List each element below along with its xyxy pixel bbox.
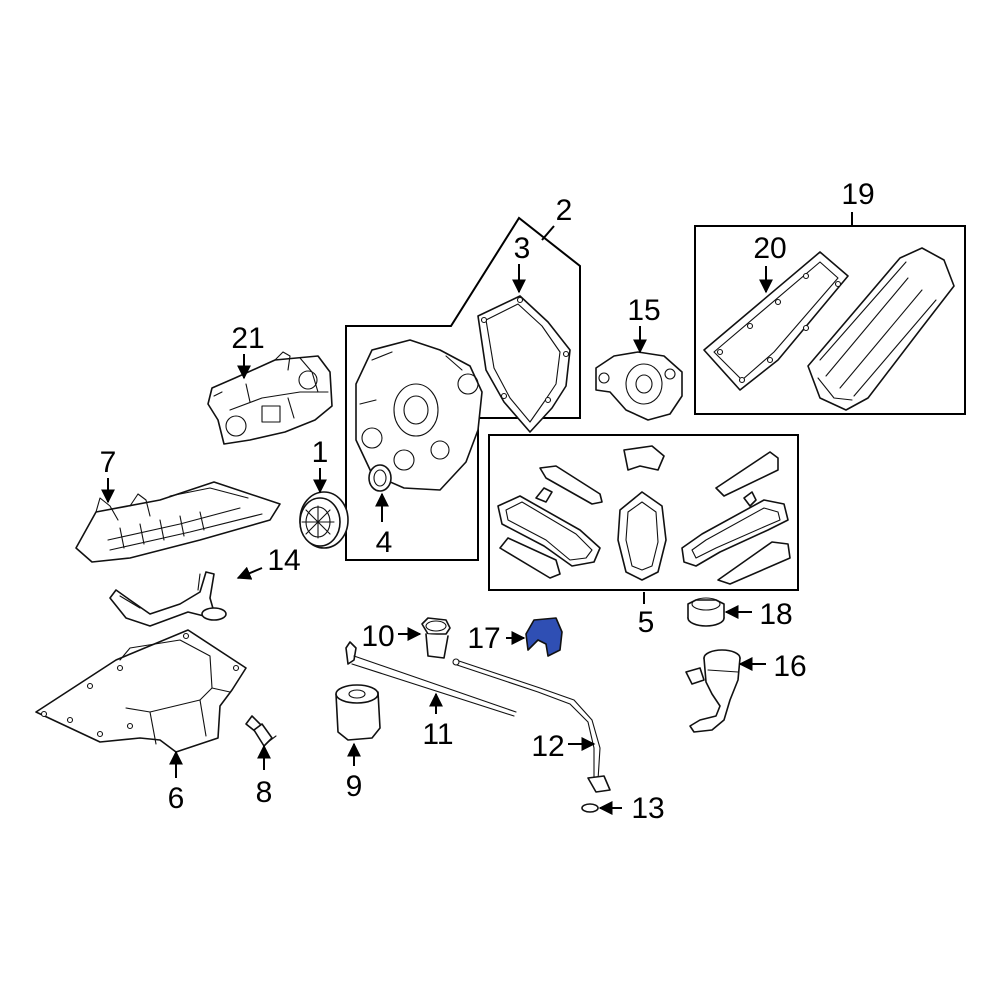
part-18-filter-cap[interactable]	[687, 597, 725, 627]
part-20-valve-cover-gasket[interactable]	[703, 251, 849, 391]
part-7-windage-tray[interactable]	[75, 481, 281, 563]
callout-19: 19	[841, 178, 874, 211]
callout-1: 1	[312, 436, 329, 469]
part-1-crank-pulley[interactable]	[299, 491, 349, 549]
part-10-fitting[interactable]	[421, 617, 451, 659]
part-6-oil-pan[interactable]	[35, 629, 247, 753]
callout-18: 18	[759, 598, 792, 631]
callout-11: 11	[422, 718, 453, 751]
leader-lines	[101, 212, 853, 815]
callout-4: 4	[376, 526, 393, 559]
part-13-o-ring[interactable]	[581, 803, 599, 813]
part-5-timing-chain-set[interactable]	[497, 445, 791, 585]
timing-chain-group-box	[488, 434, 799, 591]
callout-12: 12	[531, 730, 564, 763]
part-14-oil-pickup-tube[interactable]	[109, 571, 227, 627]
callout-15: 15	[627, 294, 660, 327]
callout-3: 3	[514, 232, 531, 265]
part-12-dipstick-tube[interactable]	[452, 658, 611, 793]
callout-7: 7	[100, 446, 117, 479]
timing-cover-group-box	[345, 216, 581, 561]
part-15-water-pump[interactable]	[595, 351, 683, 421]
callout-10: 10	[361, 620, 394, 653]
callout-13: 13	[631, 792, 664, 825]
callout-8: 8	[256, 776, 273, 809]
part-21-housing[interactable]	[207, 351, 333, 445]
callout-21: 21	[231, 322, 264, 355]
part-17-highlighted-seal[interactable]	[525, 617, 563, 657]
callout-17: 17	[467, 622, 500, 655]
callout-6: 6	[168, 782, 185, 815]
callout-14: 14	[267, 544, 300, 577]
part-8-oil-pressure-sensor[interactable]	[245, 715, 277, 747]
callout-9: 9	[346, 770, 363, 803]
part-19-valve-cover[interactable]	[807, 247, 955, 411]
callout-labels: 1 2 3 4 5 6 7 8 9 10 11 12 13 14 15 16 1…	[100, 178, 875, 825]
valve-cover-group-box	[694, 225, 966, 415]
part-3-cover-gasket[interactable]	[477, 295, 571, 433]
callout-5: 5	[638, 606, 655, 639]
part-9-oil-filter[interactable]	[335, 684, 381, 741]
part-16-filter-housing[interactable]	[685, 649, 741, 733]
callout-2: 2	[556, 194, 573, 227]
callout-20: 20	[753, 232, 786, 265]
callout-16: 16	[773, 650, 806, 683]
part-11-dipstick[interactable]	[345, 641, 517, 717]
part-4-crank-seal[interactable]	[368, 464, 392, 492]
